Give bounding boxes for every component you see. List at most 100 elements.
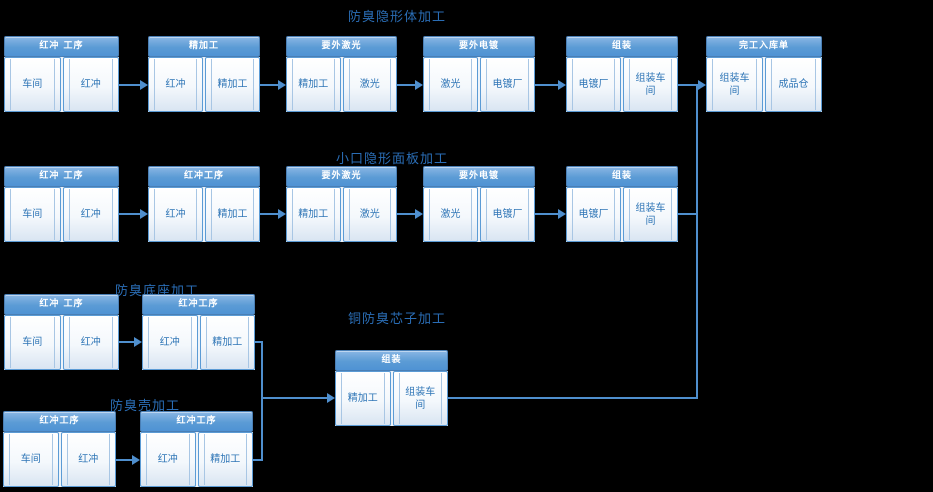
process-cell-label: 组装车间 [635, 202, 666, 227]
process-box-r1-step1[interactable]: 红冲 工序车间 红冲 [4, 36, 119, 112]
process-cell-left: 红冲 [142, 315, 198, 370]
process-box-header: 红冲 工序 [4, 294, 119, 315]
process-cell-label: 红冲 [80, 209, 101, 220]
process-box-body: 红冲 精加工 [140, 432, 253, 487]
process-cell-label: 红冲 [159, 337, 180, 348]
section-title: 防臭壳加工 [110, 399, 181, 414]
process-box-body: 电镀厂 组装车间 [566, 57, 678, 112]
connector-arrowhead [558, 209, 566, 219]
process-cell-label: 红冲 [80, 337, 101, 348]
process-box-body: 组装车间成品仓 [706, 57, 822, 112]
process-box-header: 组装 [566, 36, 678, 57]
process-cell-right: 红冲 [62, 187, 119, 242]
process-cell-left: 精加工 [286, 57, 341, 112]
connector-line [255, 341, 263, 343]
process-box-r1-step3[interactable]: 要外激光精加工激光 [286, 36, 397, 112]
process-box-body: 车间 红冲 [4, 57, 119, 112]
process-cell-left: 激光 [423, 187, 478, 242]
process-box-r1-step4[interactable]: 要外电镀激光电镀厂 [423, 36, 535, 112]
process-cell-left: 车间 [3, 432, 59, 487]
process-box-header: 红冲工序 [142, 294, 255, 315]
process-cell-label: 红冲 [78, 454, 99, 465]
process-cell-right: 红冲 [60, 432, 116, 487]
process-box-header: 红冲 工序 [4, 166, 119, 187]
connector-arrowhead [415, 80, 423, 90]
process-cell-label: 精加工 [212, 337, 243, 348]
process-box-body: 激光 电镀厂 [423, 187, 535, 242]
connector-arrowhead [698, 80, 706, 90]
connector-arrowhead [132, 455, 140, 465]
process-box-header: 红冲工序 [3, 411, 116, 432]
process-box-header: 组装 [566, 166, 678, 187]
connector-line [260, 84, 278, 86]
process-cell-label: 车间 [22, 79, 43, 90]
connector-arrowhead [327, 393, 335, 403]
process-box-header: 红冲 工序 [4, 36, 119, 57]
process-cell-label: 红冲 [165, 209, 186, 220]
connector-line [678, 213, 698, 215]
connector-line [535, 213, 558, 215]
process-box-r3-step1[interactable]: 红冲 工序车间 红冲 [4, 294, 119, 370]
process-box-r2-step2[interactable]: 红冲工序红冲 精加工 [148, 166, 260, 242]
section-title: 铜防臭芯子加工 [348, 312, 447, 327]
process-box-r4-step2[interactable]: 红冲工序红冲 精加工 [140, 411, 253, 487]
process-box-mid-assembly[interactable]: 组装精加工组装车间 [335, 350, 448, 426]
process-box-header: 红冲工序 [140, 411, 253, 432]
process-cell-right: 电镀厂 [480, 187, 535, 242]
process-box-r4-step1[interactable]: 红冲工序车间 红冲 [3, 411, 116, 487]
process-cell-right: 红冲 [62, 57, 119, 112]
process-cell-label: 激光 [440, 209, 461, 220]
process-cell-label: 电镀厂 [578, 79, 609, 90]
connector-line [448, 397, 698, 399]
connector-arrowhead [140, 209, 148, 219]
connector-arrowhead [140, 80, 148, 90]
process-cell-right: 精加工 [197, 432, 253, 487]
process-cell-left: 红冲 [140, 432, 196, 487]
process-box-header: 精加工 [148, 36, 260, 57]
process-cell-label: 电镀厂 [492, 209, 523, 220]
process-box-r2-step3[interactable]: 要外激光精加工激光 [286, 166, 397, 242]
connector-line [253, 459, 263, 461]
connector-line [397, 213, 415, 215]
process-box-r2-step5[interactable]: 组装电镀厂 组装车间 [566, 166, 678, 242]
process-cell-label: 成品仓 [778, 79, 809, 90]
process-cell-left: 电镀厂 [566, 57, 621, 112]
process-cell-right: 激光 [342, 187, 397, 242]
process-cell-right: 精加工 [205, 187, 260, 242]
process-box-header: 要外电镀 [423, 36, 535, 57]
process-box-r3-step2[interactable]: 红冲工序红冲 精加工 [142, 294, 255, 370]
connector-arrowhead [278, 209, 286, 219]
process-box-body: 电镀厂 组装车间 [566, 187, 678, 242]
section-title: 防臭隐形体加工 [348, 10, 447, 25]
process-cell-label: 组装车间 [635, 72, 666, 97]
process-cell-label: 精加工 [210, 454, 241, 465]
process-cell-label: 车间 [22, 337, 43, 348]
connector-arrowhead [558, 80, 566, 90]
process-box-r2-step4[interactable]: 要外电镀激光电镀厂 [423, 166, 535, 242]
process-cell-left: 精加工 [335, 371, 391, 426]
connector-line [696, 85, 698, 399]
connector-arrowhead [415, 209, 423, 219]
connector-line [119, 84, 140, 86]
process-cell-left: 车间 [4, 315, 61, 370]
process-cell-label: 车间 [22, 209, 43, 220]
connector-line [116, 459, 132, 461]
process-cell-right: 组装车间 [392, 371, 448, 426]
process-cell-label: 组装车间 [405, 386, 436, 411]
process-box-r1-step5[interactable]: 组装电镀厂 组装车间 [566, 36, 678, 112]
section-title: 小口隐形面板加工 [336, 152, 449, 167]
process-box-r1-step2[interactable]: 精加工红冲精加工 [148, 36, 260, 112]
process-box-r2-step1[interactable]: 红冲 工序车间 红冲 [4, 166, 119, 242]
process-cell-label: 红冲 [165, 79, 186, 90]
process-cell-label: 电镀厂 [578, 209, 609, 220]
process-box-header: 红冲工序 [148, 166, 260, 187]
process-cell-label: 红冲 [80, 79, 101, 90]
process-box-header: 组装 [335, 350, 448, 371]
process-cell-right: 组装车间 [623, 57, 678, 112]
process-cell-right: 组装车间 [623, 187, 678, 242]
process-cell-right: 精加工 [205, 57, 260, 112]
connector-line [397, 84, 415, 86]
process-box-r1-step6[interactable]: 完工入库单组装车间成品仓 [706, 36, 822, 112]
connector-line [119, 341, 134, 343]
